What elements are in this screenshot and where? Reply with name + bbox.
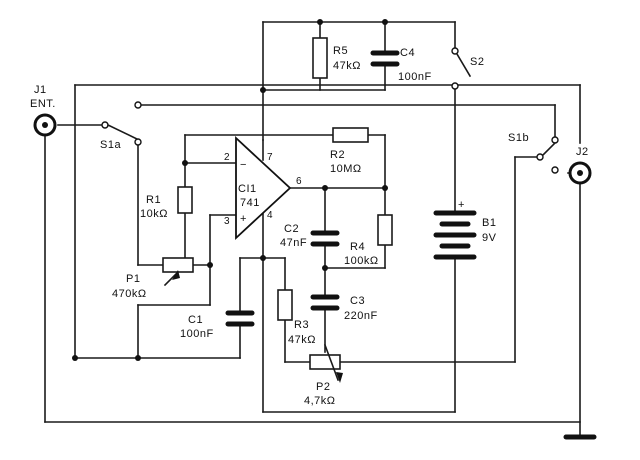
p1-potentiometer-icon bbox=[162, 257, 194, 287]
c1-ref-label: C1 bbox=[188, 314, 203, 326]
b1-battery-icon bbox=[433, 210, 477, 260]
c2-capacitor bbox=[310, 230, 340, 247]
c3-ref-label: C3 bbox=[350, 295, 365, 307]
r1-ref-label: R1 bbox=[146, 194, 161, 206]
s2-switch-icon bbox=[451, 47, 472, 90]
ci1-pin-6-label: 6 bbox=[296, 176, 302, 187]
ci1-pin-2-label: 2 bbox=[224, 152, 230, 163]
junction-dots bbox=[72, 19, 388, 361]
r5-resistor bbox=[312, 37, 328, 79]
c3-value-label: 220nF bbox=[344, 310, 378, 322]
c4-capacitor bbox=[370, 50, 400, 67]
r2-resistor bbox=[332, 127, 369, 143]
p1-value-label: 470kΩ bbox=[112, 288, 147, 300]
r2-value-label: 10MΩ bbox=[330, 163, 362, 175]
j1-connector-icon bbox=[33, 113, 57, 137]
p2-potentiometer-icon bbox=[309, 343, 343, 383]
j2-connector-icon bbox=[568, 161, 592, 185]
r4-resistor bbox=[377, 214, 393, 246]
r5-ref-label: R5 bbox=[333, 45, 348, 57]
c1-capacitor bbox=[225, 310, 255, 327]
j1-ref-label: J1 bbox=[34, 84, 47, 96]
c4-value-label: 100nF bbox=[398, 71, 432, 83]
ci1-pin-4-label: 4 bbox=[267, 210, 273, 221]
r3-value-label: 47kΩ bbox=[288, 334, 316, 346]
r2-ref-label: R2 bbox=[330, 149, 345, 161]
r1-value-label: 10kΩ bbox=[140, 208, 168, 220]
p1-ref-label: P1 bbox=[126, 273, 140, 285]
b1-value-label: 9V bbox=[482, 232, 497, 244]
r3-ref-label: R3 bbox=[294, 319, 309, 331]
s1b-ref-label: S1b bbox=[508, 132, 529, 144]
s1b-switch-icon bbox=[536, 136, 559, 174]
r4-value-label: 100kΩ bbox=[344, 255, 379, 267]
ci1-part-label: 741 bbox=[240, 197, 260, 209]
ci1-pin-7-label: 7 bbox=[267, 152, 273, 163]
s1a-switch-icon bbox=[101, 101, 142, 146]
ci1-pin-3-label: 3 bbox=[224, 216, 230, 227]
j2-ref-label: J2 bbox=[576, 146, 589, 158]
p2-ref-label: P2 bbox=[316, 381, 330, 393]
r1-resistor bbox=[177, 186, 193, 214]
r5-value-label: 47kΩ bbox=[333, 60, 361, 72]
s1a-ref-label: S1a bbox=[100, 139, 121, 151]
c2-ref-label: C2 bbox=[284, 223, 299, 235]
c3-capacitor bbox=[310, 294, 340, 311]
r4-ref-label: R4 bbox=[350, 241, 365, 253]
p2-value-label: 4,7kΩ bbox=[304, 395, 336, 407]
b1-plus-sign: + bbox=[458, 199, 465, 211]
wiring bbox=[44, 21, 591, 436]
b1-ref-label: B1 bbox=[482, 217, 496, 229]
ci1-plus-sign: + bbox=[240, 213, 247, 225]
c1-value-label: 100nF bbox=[180, 328, 214, 340]
c2-value-label: 47nF bbox=[280, 237, 307, 249]
ci1-opamp-icon bbox=[235, 135, 292, 241]
c4-ref-label: C4 bbox=[400, 47, 415, 59]
r3-resistor bbox=[277, 289, 293, 321]
s2-ref-label: S2 bbox=[470, 56, 484, 68]
j1-name-label: ENT. bbox=[30, 98, 56, 110]
ci1-ref-label: CI1 bbox=[238, 183, 257, 195]
ci1-minus-sign: − bbox=[240, 159, 247, 171]
